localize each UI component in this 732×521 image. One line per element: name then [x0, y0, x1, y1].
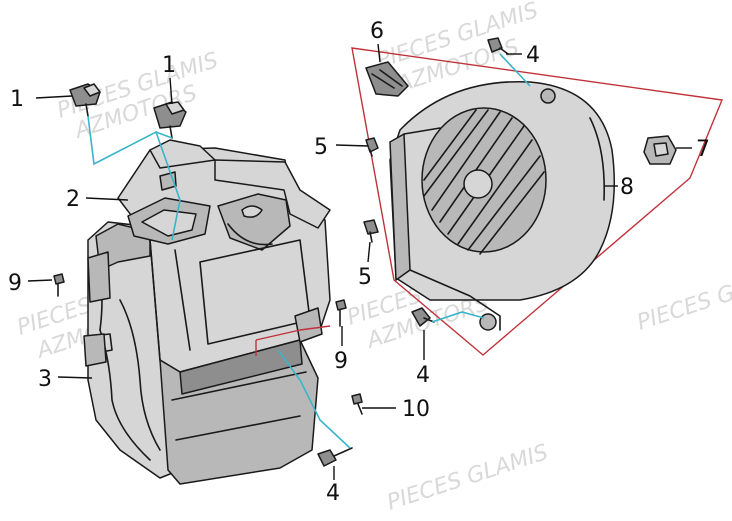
callout-1: 1 [10, 87, 24, 112]
callout-6: 6 [370, 19, 384, 44]
callouts: 1 1 2 3 4 4 4 5 5 6 7 8 9 9 10 [8, 19, 710, 506]
screw-part-5-bottom [363, 219, 379, 243]
callout-3: 3 [38, 367, 52, 392]
fan-cover-part-8 [389, 80, 616, 331]
callout-8: 8 [620, 175, 634, 200]
screw-part-5-top [365, 137, 379, 157]
callout-5: 5 [314, 135, 328, 160]
grommet-part-6 [365, 61, 409, 97]
upper-shroud-part-2 [117, 139, 331, 485]
callout-7: 7 [696, 137, 710, 162]
callout-4: 4 [416, 363, 430, 388]
fan-hub [463, 169, 493, 199]
screw-part-9-left [53, 273, 65, 297]
mount-hole [540, 88, 556, 104]
clip-part-1-right [153, 101, 187, 139]
leader-lines [27, 43, 692, 480]
callout-10: 10 [402, 397, 430, 422]
callout-2: 2 [66, 187, 80, 212]
callout-4: 4 [526, 43, 540, 68]
callout-1: 1 [162, 53, 176, 78]
watermark-text: PIECES GLAMIS [384, 440, 551, 516]
watermark-text: PIECES GLAMIS [634, 260, 732, 336]
callout-9: 9 [8, 271, 22, 296]
callout-9: 9 [334, 349, 348, 374]
mount-hole [479, 313, 497, 331]
grommet-part-7 [643, 135, 677, 165]
link-line-red [299, 325, 331, 331]
clip-part-1-left [69, 83, 101, 117]
screw-part-10 [351, 393, 363, 415]
screw-part-9-right [335, 299, 347, 327]
link-line-red [255, 329, 301, 341]
callout-4: 4 [326, 481, 340, 506]
callout-5: 5 [358, 265, 372, 290]
bolt-part-4-bottom [317, 447, 353, 467]
bolt-part-4-top [487, 37, 509, 55]
link-lines [87, 53, 531, 449]
